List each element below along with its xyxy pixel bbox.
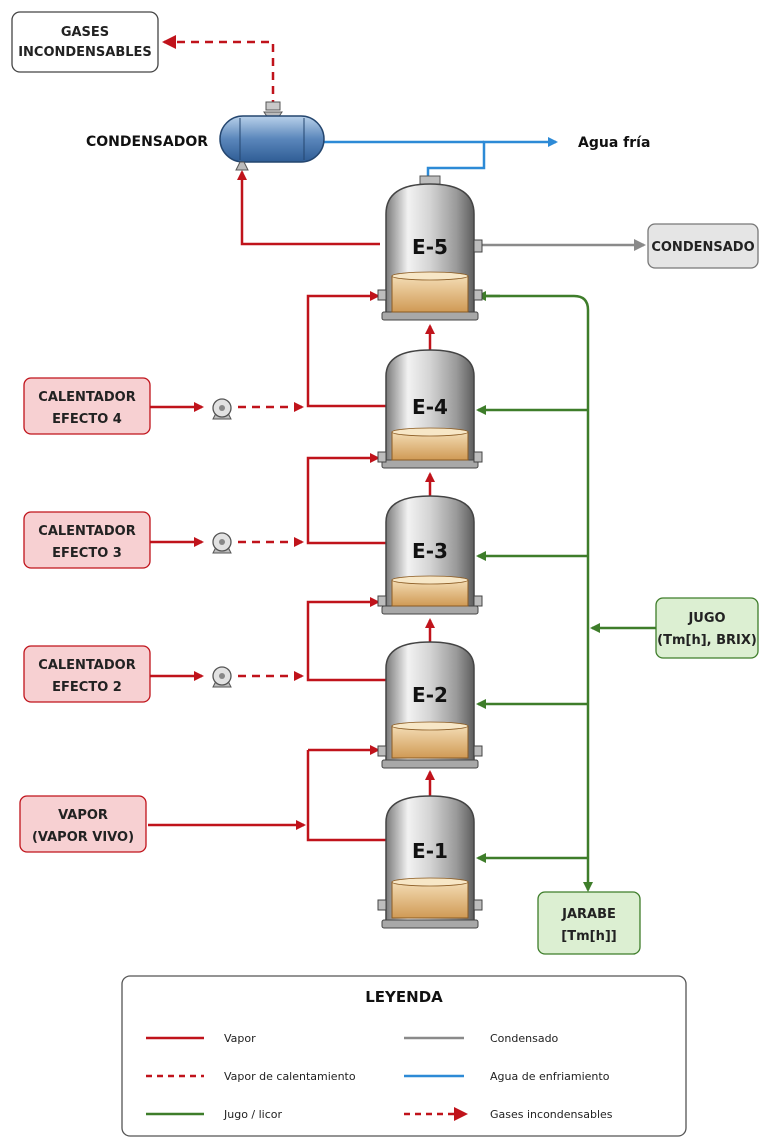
evaporator-e3: E-3: [377, 495, 483, 615]
condenser-vessel: [219, 101, 325, 171]
gases-box-line1: GASES: [61, 25, 109, 40]
cooling-water-line: [426, 137, 558, 180]
legend: LEYENDA Vapor Condensado Vapor de calent…: [121, 975, 687, 1137]
evaporator-e4: E-4: [377, 349, 483, 469]
live-steam-to-e1: [306, 750, 386, 842]
condensate-box-label: CONDENSADO: [651, 240, 754, 255]
condenser-label: CONDENSADOR: [86, 134, 208, 150]
legend-label-juice: Jugo / licor: [223, 1108, 283, 1121]
evaporator-label-e1: E-1: [412, 839, 448, 863]
heater-effect4-line2: EFECTO 4: [52, 412, 122, 427]
evaporator-e5: E-5: [377, 175, 483, 321]
gases-box-line2: INCONDENSABLES: [18, 45, 152, 60]
legend-label-heating-vapor: Vapor de calentamiento: [224, 1070, 356, 1083]
vapor-e4-loop: [306, 291, 386, 408]
vapor-to-condenser-line: [237, 170, 380, 246]
vapor-box-line2: (VAPOR VIVO): [32, 830, 134, 845]
heater-effect2-box: CALENTADOR EFECTO 2: [23, 645, 151, 703]
juice-main-line: [480, 294, 593, 892]
heater-effect4-line1: CALENTADOR: [38, 390, 135, 405]
legend-label-cooling-water: Agua de enfriamiento: [490, 1070, 610, 1083]
heater-effect4-box: CALENTADOR EFECTO 4: [23, 377, 151, 435]
legend-title: LEYENDA: [365, 988, 443, 1006]
cold-water-label: Agua fría: [578, 135, 650, 151]
evaporator-label-e5: E-5: [412, 235, 448, 259]
evaporator-label-e3: E-3: [412, 539, 448, 563]
syrup-box-line2: [Tm[h]]: [561, 929, 616, 944]
heater-effect3-line2: EFECTO 3: [52, 546, 122, 561]
gases-incondensables-box: GASES INCONDENSABLES: [11, 11, 159, 73]
noncondensable-gas-line: [162, 35, 275, 108]
evaporator-e2: E-2: [377, 641, 483, 769]
juice-box-line1: JUGO: [687, 611, 725, 626]
pump-icon-effect3: [212, 532, 232, 554]
heater-effect3-box: CALENTADOR EFECTO 3: [23, 511, 151, 569]
evaporator-label-e4: E-4: [412, 395, 448, 419]
pump-icon-effect2: [212, 666, 232, 688]
legend-label-vapor: Vapor: [224, 1032, 256, 1045]
juice-box-line2: (Tm[h], BRIX): [657, 633, 757, 648]
evaporator-e1: E-1: [377, 795, 483, 929]
vapor-e2-loop: [306, 597, 386, 682]
legend-label-gases: Gases incondensables: [490, 1108, 613, 1121]
heater-effect2-line2: EFECTO 2: [52, 680, 122, 695]
syrup-box-line1: JARABE: [561, 907, 616, 922]
juice-box: JUGO (Tm[h], BRIX): [655, 597, 759, 659]
heater-effect3-line1: CALENTADOR: [38, 524, 135, 539]
condensate-box: CONDENSADO: [647, 223, 759, 269]
heater-effect2-line1: CALENTADOR: [38, 658, 135, 673]
pump-icon-effect4: [212, 398, 232, 420]
evaporator-label-e2: E-2: [412, 683, 448, 707]
syrup-box: JARABE [Tm[h]]: [537, 891, 641, 955]
legend-label-condensate: Condensado: [490, 1032, 559, 1045]
vapor-box-line1: VAPOR: [58, 808, 108, 823]
vapor-vivo-box: VAPOR (VAPOR VIVO): [19, 795, 147, 853]
vapor-e3-loop: [306, 453, 386, 545]
